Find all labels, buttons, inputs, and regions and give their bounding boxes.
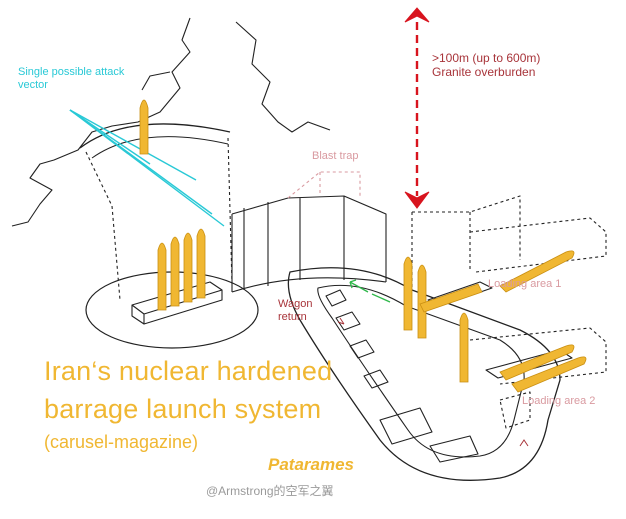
loading-area-2-frame	[469, 327, 607, 385]
overburden-arrow	[404, 7, 430, 209]
missile-launch-2	[170, 236, 180, 307]
missile-rail-3	[459, 312, 469, 383]
missile-launch-3	[183, 232, 193, 303]
diagram-title-line-2: barrage launch system	[44, 394, 322, 424]
rock-contour	[11, 17, 191, 227]
shaft-left-wall	[85, 151, 113, 207]
loading-area-2-label: Loading area 2	[522, 395, 596, 407]
missile-launch-4	[196, 228, 206, 299]
wagon-2	[335, 311, 361, 331]
diagram-subtitle: (carusel-magazine)	[44, 432, 199, 452]
rail-direction-arrows	[349, 279, 391, 303]
loading-area-2-platform	[485, 349, 573, 379]
diagram-title-line-1: Iran‘s nuclear hardened	[44, 356, 333, 386]
watermark: @Armstrong的空军之翼	[206, 484, 334, 498]
missile-loading-2	[511, 356, 587, 393]
rock-contour-right	[235, 21, 331, 133]
missile-rail-1	[403, 256, 413, 331]
attack-vector-label: Single possible attack vector	[18, 66, 125, 91]
loading-area-1-label: Loading area 1	[488, 278, 562, 290]
author-label: Patarames	[268, 455, 355, 474]
wagon-5	[379, 407, 433, 445]
missile-loading-2b	[499, 344, 575, 381]
missile-loading-1b	[419, 283, 483, 313]
wagon-return-label: Wagon return	[278, 298, 313, 323]
missile-rail-2	[417, 264, 427, 339]
overburden-frame	[411, 195, 521, 290]
wagon-4	[363, 369, 389, 389]
blast-trap-label: Blast trap	[312, 150, 359, 162]
wagon-1	[325, 289, 347, 307]
overburden-label: >100m (up to 600m) Granite overburden	[432, 51, 541, 79]
wagon-6	[429, 435, 479, 463]
loading-area-1-frame	[469, 217, 607, 273]
wagon-return-arrows	[337, 317, 529, 447]
missile-shaft	[139, 99, 149, 155]
attack-vector-rays	[69, 109, 225, 227]
missile-launch-1	[157, 242, 167, 311]
blast-wall-base	[231, 277, 387, 293]
tunnel-segment	[499, 391, 531, 429]
shaft-right-wall	[227, 137, 233, 285]
wagon-3	[349, 339, 375, 359]
missile-loading-1	[499, 250, 575, 293]
shaft-left-wall-2	[111, 205, 121, 301]
blast-trap-box	[287, 171, 361, 199]
blast-wall	[231, 195, 387, 292]
shaft-dome-inner	[91, 136, 229, 159]
